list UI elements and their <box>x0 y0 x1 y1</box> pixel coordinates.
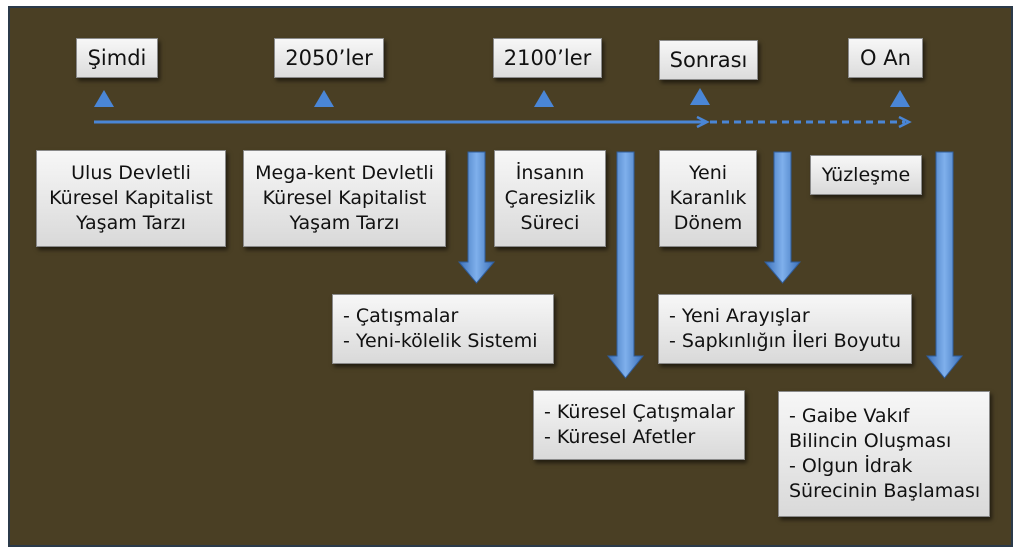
timeline-marker-now <box>94 90 114 107</box>
timeline-marker-2100s <box>534 90 554 107</box>
outcome-box-2: - Küresel Çatışmalar - Küresel Afetler <box>533 390 745 460</box>
stage-box-2: Mega-kent Devletli Küresel Kapitalist Ya… <box>243 150 446 247</box>
outcome-text: - Küresel Çatışmalar <box>544 401 735 423</box>
stage-text: İnsanın <box>515 162 585 184</box>
stage-text: Yeni <box>688 162 728 184</box>
stage-text: Karanlık <box>669 187 747 209</box>
label-text: 2100’ler <box>503 46 592 70</box>
stage-text: Dönem <box>673 212 743 234</box>
outcome-text: - Küresel Afetler <box>544 426 696 448</box>
down-arrow-1 <box>457 151 496 284</box>
stage-text: Küresel Kapitalist <box>262 187 427 209</box>
outcome-box-3: - Yeni Arayışlar - Sapkınlığın İleri Boy… <box>658 294 912 364</box>
timeline-axis-dashed-arrowhead <box>898 115 912 129</box>
outcome-text: Bilincin Oluşması <box>789 430 952 452</box>
timeline-axis-arrowhead <box>696 115 710 129</box>
outcome-text: - Gaibe Vakıf <box>789 405 910 427</box>
label-text: 2050’ler <box>285 46 373 70</box>
outcome-text: - Olgun İdrak <box>789 455 913 477</box>
outcome-box-1: - Çatışmalar - Yeni-kölelik Sistemi <box>332 294 554 364</box>
stage-box-4: Yeni Karanlık Dönem <box>659 150 757 247</box>
stage-text: Ulus Devletli <box>71 162 191 184</box>
stage-text: Küresel Kapitalist <box>49 187 213 209</box>
down-arrow-4 <box>925 151 964 379</box>
label-text: Sonrası <box>669 48 748 72</box>
timeline-label-2100s: 2100’ler <box>493 38 602 78</box>
stage-box-1: Ulus Devletli Küresel Kapitalist Yaşam T… <box>36 150 226 247</box>
down-arrow-3 <box>763 151 802 284</box>
timeline-label-now: Şimdi <box>76 38 158 78</box>
timeline-label-after: Sonrası <box>659 40 758 80</box>
timeline-marker-2050s <box>314 90 334 107</box>
stage-text: Yaşam Tarzı <box>289 212 400 234</box>
stage-text: Çaresizlik <box>504 187 596 209</box>
label-text: Şimdi <box>87 46 147 70</box>
outcome-text: Sürecinin Başlaması <box>789 480 981 502</box>
outcome-text: - Yeni Arayışlar <box>669 305 810 327</box>
timeline-label-moment: O An <box>848 38 923 78</box>
stage-text: Yüzleşme <box>821 163 911 186</box>
down-arrow-2 <box>606 151 645 379</box>
stage-text: Yaşam Tarzı <box>76 212 186 234</box>
stage-text: Mega-kent Devletli <box>255 162 434 184</box>
stage-box-3: İnsanın Çaresizlik Süreci <box>494 150 606 247</box>
timeline-label-2050s: 2050’ler <box>274 38 384 78</box>
stage-text: Süreci <box>520 212 580 234</box>
outcome-box-4: - Gaibe Vakıf Bilincin Oluşması - Olgun … <box>778 391 990 517</box>
stage-box-5: Yüzleşme <box>810 155 922 195</box>
timeline-marker-moment <box>890 90 910 107</box>
outcome-text: - Sapkınlığın İleri Boyutu <box>669 330 902 352</box>
outcome-text: - Çatışmalar <box>343 305 459 327</box>
timeline-marker-after <box>690 88 710 105</box>
label-text: O An <box>860 46 911 70</box>
outcome-text: - Yeni-kölelik Sistemi <box>343 330 538 352</box>
